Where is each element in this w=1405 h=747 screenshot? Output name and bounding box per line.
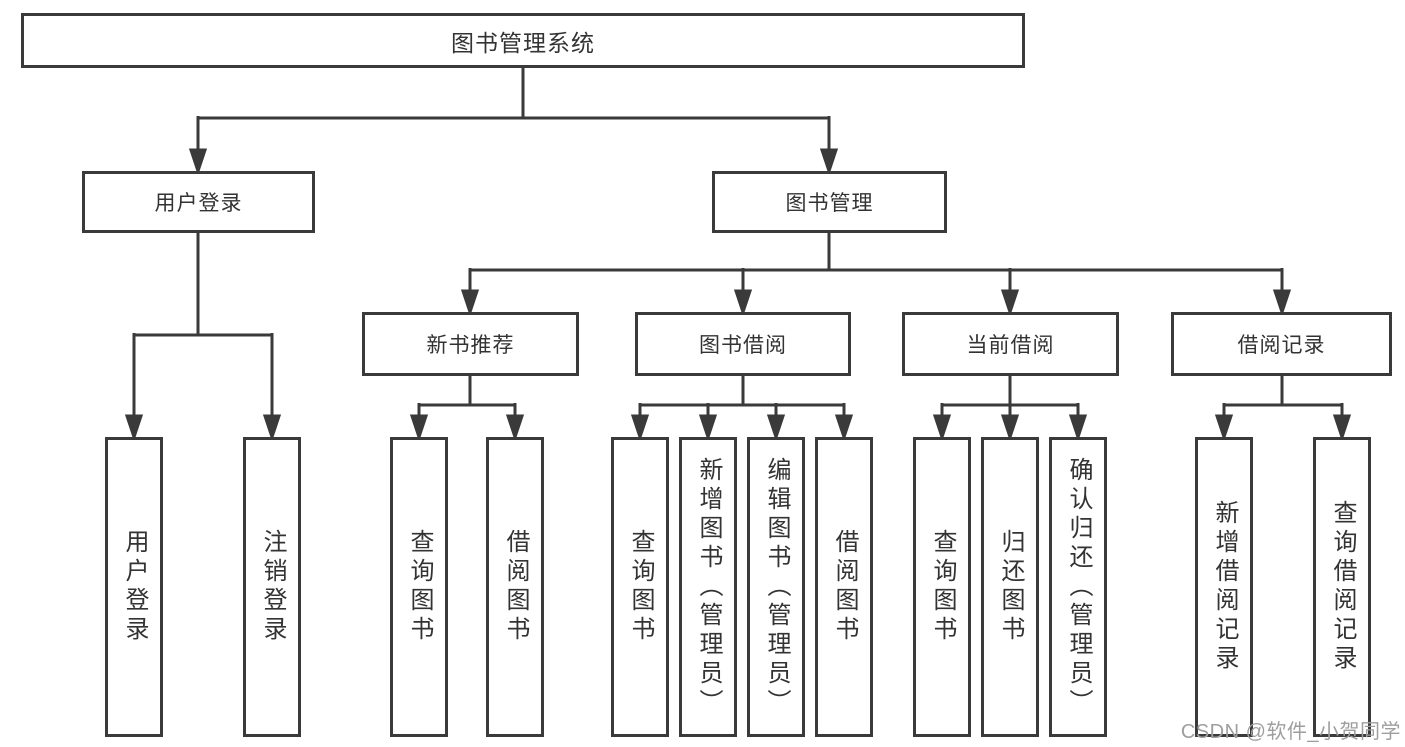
node-book-borrowing: 图书借阅 — [635, 312, 851, 376]
leaf-edit-books-admin: 编辑图书（管理员） — [747, 437, 805, 737]
node-label: 确认归还（管理员） — [1065, 456, 1092, 718]
leaf-return-books: 归还图书 — [981, 437, 1039, 737]
node-label: 新增图书（管理员） — [695, 456, 722, 718]
node-label: 图书管理系统 — [451, 29, 595, 56]
leaf-add-borrow-record: 新增借阅记录 — [1195, 437, 1253, 737]
node-label: 当前借阅 — [966, 334, 1055, 357]
csdn-watermark: CSDN @软件_小贺同学 — [1180, 721, 1401, 743]
node-label: 图书借阅 — [699, 334, 787, 357]
node-label: 归还图书 — [997, 529, 1024, 645]
node-label: 图书管理 — [785, 192, 874, 215]
node-borrowing-records: 借阅记录 — [1171, 312, 1392, 376]
node-library-management-system: 图书管理系统 — [21, 13, 1025, 68]
leaf-borrow-books-recommend: 借阅图书 — [486, 437, 544, 737]
leaf-user-login: 用户登录 — [105, 437, 163, 737]
node-label: 借阅图书 — [502, 529, 529, 645]
leaf-borrow-books: 借阅图书 — [815, 437, 873, 737]
node-label: 借阅图书 — [831, 529, 858, 645]
node-label: 新增借阅记录 — [1211, 500, 1238, 674]
leaf-query-borrow-record: 查询借阅记录 — [1313, 437, 1371, 737]
node-label: 借阅记录 — [1237, 334, 1326, 357]
node-user-login: 用户登录 — [82, 171, 315, 233]
node-label: 查询图书 — [929, 529, 956, 645]
node-label: 注销登录 — [259, 529, 286, 645]
node-new-book-recommendation: 新书推荐 — [362, 312, 579, 376]
leaf-query-books-current: 查询图书 — [913, 437, 971, 737]
node-label: 编辑图书（管理员） — [763, 456, 790, 718]
node-label: 用户登录 — [154, 192, 243, 215]
leaf-query-books-recommend: 查询图书 — [390, 437, 448, 737]
leaf-logout: 注销登录 — [243, 437, 301, 737]
leaf-confirm-return-admin: 确认归还（管理员） — [1049, 437, 1107, 737]
node-book-management: 图书管理 — [712, 171, 947, 233]
leaf-add-books-admin: 新增图书（管理员） — [679, 437, 737, 737]
node-label: 查询图书 — [406, 529, 433, 645]
node-label: 新书推荐 — [426, 334, 515, 357]
node-current-borrowing: 当前借阅 — [902, 312, 1119, 376]
node-label: 查询借阅记录 — [1329, 500, 1356, 674]
node-label: 用户登录 — [121, 529, 148, 645]
leaf-query-books-borrowing: 查询图书 — [611, 437, 669, 737]
node-label: 查询图书 — [627, 529, 654, 645]
